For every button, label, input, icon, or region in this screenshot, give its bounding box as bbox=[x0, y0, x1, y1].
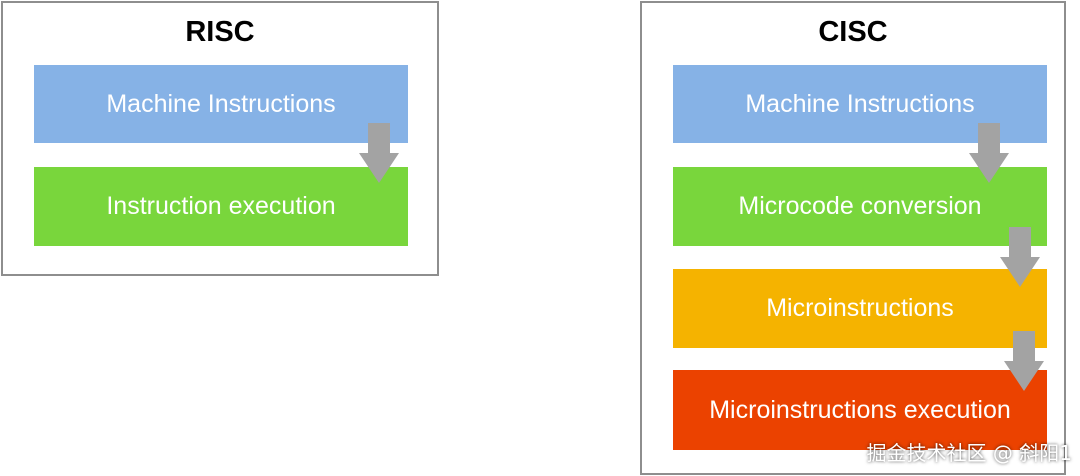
cisc-title: CISC bbox=[818, 16, 888, 48]
down-arrow-shape bbox=[359, 123, 399, 183]
watermark: 掘金技术社区 @ 斜阳1 bbox=[866, 441, 1072, 465]
cisc-stage-2: Microcode conversion bbox=[673, 167, 1047, 246]
down-arrow-shape bbox=[1000, 227, 1040, 287]
risc-title: RISC bbox=[185, 16, 255, 48]
down-arrow-shape bbox=[1004, 331, 1044, 391]
cisc-stage-1: Machine Instructions bbox=[673, 65, 1047, 143]
cisc-stage-3: Microinstructions bbox=[673, 269, 1047, 348]
down-arrow-shape bbox=[969, 123, 1009, 183]
risc-down-arrow-icon bbox=[359, 123, 399, 183]
cisc-down-arrow-icon bbox=[1004, 331, 1044, 391]
risc-stage-2: Instruction execution bbox=[34, 167, 408, 246]
cisc-stage-4: Microinstructions execution bbox=[673, 370, 1047, 450]
cisc-down-arrow-icon bbox=[1000, 227, 1040, 287]
cisc-down-arrow-icon bbox=[969, 123, 1009, 183]
risc-stage-1: Machine Instructions bbox=[34, 65, 408, 143]
